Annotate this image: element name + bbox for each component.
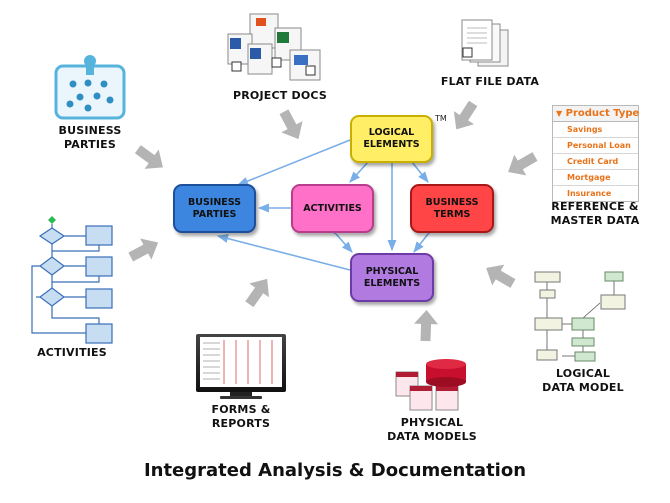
business-terms-box[interactable]: BUSINESS TERMS xyxy=(410,184,494,233)
dropdown-arrow-icon: ▼ xyxy=(556,109,563,118)
physical-elements-box-label: PHYSICAL ELEMENTS xyxy=(363,265,421,289)
forms-reports-label: FORMS & REPORTS xyxy=(211,403,271,430)
monitor-icon xyxy=(196,334,286,399)
feed-arrow-reference-data xyxy=(508,152,538,176)
connector-activities-physical xyxy=(325,223,353,253)
feed-arrows xyxy=(128,100,538,342)
business-parties-source-label: BUSINESS PARTIES xyxy=(58,124,122,151)
logical-data-model-label: LOGICAL DATA MODEL xyxy=(542,367,624,394)
business-parties-box-label: BUSINESS PARTIES xyxy=(187,196,242,220)
product-type-header[interactable]: ▼ Product Type xyxy=(553,106,640,122)
list-item[interactable]: Savings xyxy=(553,122,638,138)
activities-flow-icon xyxy=(31,216,113,344)
feed-arrow-activities xyxy=(128,238,159,262)
physical-elements-box[interactable]: PHYSICAL ELEMENTS xyxy=(350,253,434,302)
logical-elements-box[interactable]: LOGICAL ELEMENTS xyxy=(350,115,433,163)
feed-arrow-flat-file xyxy=(453,100,478,130)
connector-physical-parties xyxy=(216,234,351,271)
product-type-header-label: Product Type xyxy=(565,108,640,119)
list-item[interactable]: Credit Card xyxy=(553,154,638,170)
project-docs-label: PROJECT DOCS xyxy=(233,89,327,102)
flat-file-data-label: FLAT FILE DATA xyxy=(440,75,540,88)
feed-arrow-forms-reports xyxy=(245,278,269,308)
list-item[interactable]: Insurance xyxy=(567,189,612,198)
business-parties-box[interactable]: BUSINESS PARTIES xyxy=(173,184,256,233)
connector-terms-physical xyxy=(413,223,438,253)
flat-file-icon xyxy=(461,19,509,67)
connector-logical-activities xyxy=(349,151,379,183)
activities-source-label: ACTIVITIES xyxy=(37,346,107,359)
connectors xyxy=(216,139,438,271)
list-item[interactable]: Personal Loan xyxy=(553,138,638,154)
product-type-list: ▼ Product Type Savings Personal Loan Cre… xyxy=(552,105,639,202)
feed-arrow-logical-model xyxy=(486,264,516,288)
feed-arrow-physical-models xyxy=(414,310,439,342)
feed-arrow-project-docs xyxy=(279,109,303,140)
logical-model-icon xyxy=(534,271,626,362)
business-parties-icon xyxy=(54,55,126,120)
activities-box[interactable]: ACTIVITIES xyxy=(291,184,374,233)
connector-logical-parties xyxy=(236,139,351,186)
physical-models-icon xyxy=(395,359,466,411)
logical-elements-label: LOGICAL ELEMENTS xyxy=(363,127,420,150)
list-item[interactable]: Mortgage xyxy=(553,170,638,186)
project-docs-icon xyxy=(227,13,321,81)
business-terms-box-label: BUSINESS TERMS xyxy=(425,196,479,220)
reference-master-data-label: REFERENCE & MASTER DATA xyxy=(550,200,640,227)
trademark-mark: TM xyxy=(435,114,447,123)
connector-logical-terms xyxy=(402,151,429,183)
page-title: Integrated Analysis & Documentation xyxy=(143,460,527,481)
physical-data-models-label: PHYSICAL DATA MODELS xyxy=(387,416,477,443)
feed-arrow-business-parties xyxy=(134,145,163,169)
activities-box-label: ACTIVITIES xyxy=(303,202,362,214)
